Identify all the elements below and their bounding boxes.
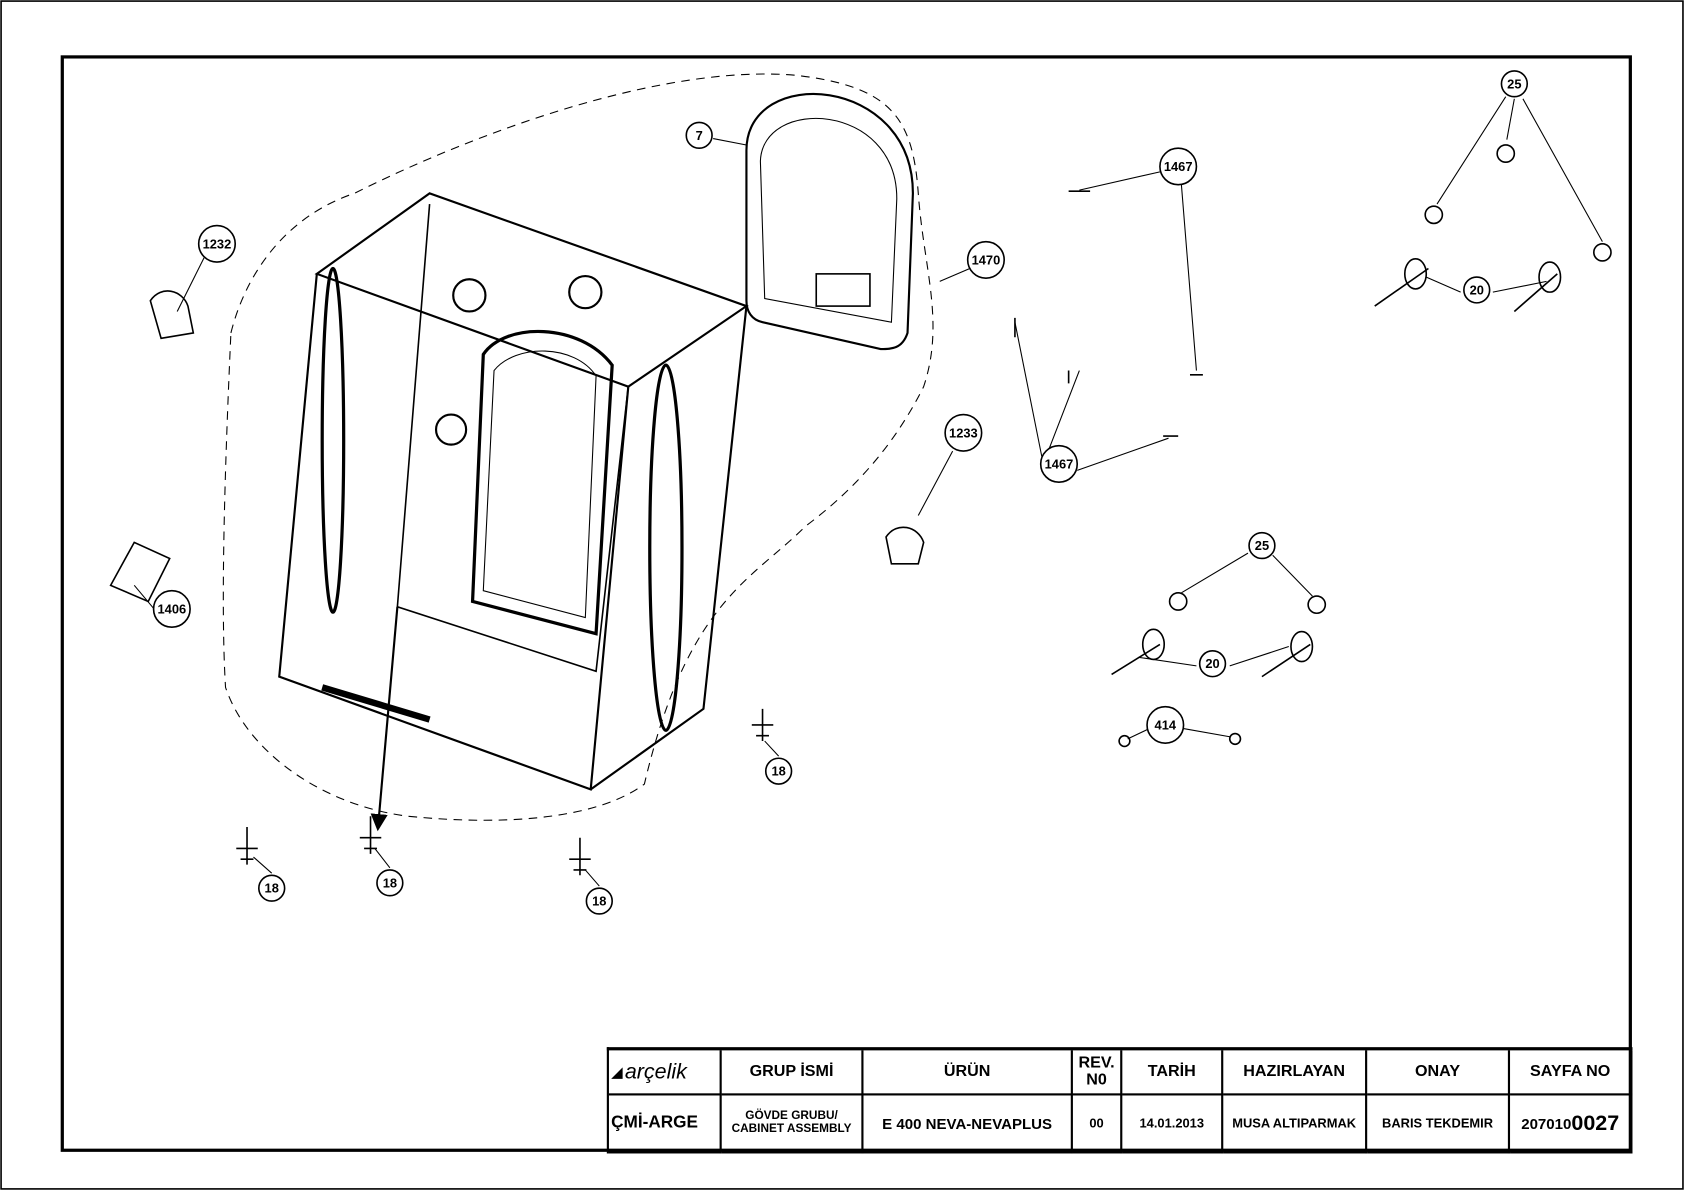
- rev: 00: [1072, 1095, 1123, 1154]
- department: ÇMİ-ARGE: [608, 1095, 722, 1154]
- cabinet: [278, 192, 749, 791]
- prepared-by: MUSA ALTIPARMAK: [1223, 1095, 1368, 1154]
- feet-and-parts: [109, 144, 1612, 876]
- title-block: ◢arçelik GRUP İSMİ ÜRÜN REV. N0 TARİH HA…: [606, 1047, 1633, 1154]
- logo-icon: ◢: [611, 1062, 623, 1081]
- balloon-label: 25: [1255, 538, 1269, 553]
- balloon-circle: [1463, 276, 1491, 304]
- balloon-circle: [1146, 705, 1185, 745]
- balloon-circle: [1500, 70, 1529, 98]
- balloon-label: 18: [592, 894, 606, 909]
- balloon-label: 20: [1470, 282, 1484, 297]
- balloon-circle: [966, 240, 1005, 279]
- balloon-circle: [944, 413, 983, 452]
- balloon-circle: [152, 589, 191, 629]
- balloon-label: 1233: [949, 425, 978, 440]
- leader-lines: [133, 96, 1603, 887]
- balloon-label: 1232: [203, 236, 232, 251]
- balloon-label: 1467: [1045, 456, 1074, 471]
- balloon-label: 1470: [972, 252, 1001, 267]
- balloon-label: 20: [1205, 656, 1219, 671]
- balloon-label: 18: [265, 881, 279, 896]
- balloon-label: 18: [771, 764, 785, 779]
- balloon-label: 1467: [1164, 159, 1193, 174]
- balloon-callouts: 7 1232 1470 1467 1467 1233 1406 25 20 25 20 414 18 18…: [152, 70, 1529, 915]
- header-date: TARİH: [1122, 1050, 1224, 1096]
- header-product: ÜRÜN: [863, 1050, 1073, 1096]
- balloon-circle: [1248, 531, 1276, 560]
- group-name: GÖVDE GRUBU/ CABINET ASSEMBLY: [721, 1095, 864, 1154]
- balloon-label: 7: [696, 128, 703, 143]
- page-no-suffix: 0027: [1571, 1111, 1620, 1135]
- balloon-label: 18: [383, 875, 397, 890]
- date: 14.01.2013: [1122, 1095, 1224, 1154]
- balloon-circle: [1039, 444, 1079, 484]
- balloon-circle: [1159, 147, 1198, 186]
- back-panel: [745, 92, 914, 351]
- balloon-circle: [685, 121, 713, 150]
- header-prepared: HAZIRLAYAN: [1223, 1050, 1368, 1096]
- balloon-circle: [197, 224, 237, 263]
- page-no-prefix: 207010: [1521, 1114, 1572, 1132]
- header-group-name: GRUP İSMİ: [721, 1050, 864, 1096]
- balloon-circle: [585, 887, 613, 915]
- logo-text: arçelik: [624, 1059, 687, 1084]
- header-page-no: SAYFA NO: [1510, 1050, 1633, 1096]
- balloon-label: 1406: [158, 601, 187, 616]
- balloon-circle: [376, 869, 404, 897]
- header-approved: ONAY: [1367, 1050, 1511, 1096]
- balloon-label: 25: [1507, 76, 1521, 91]
- arcelik-logo: ◢arçelik: [608, 1050, 722, 1096]
- balloon-circle: [1198, 650, 1227, 678]
- approved-by: BARIS TEKDEMIR: [1367, 1095, 1511, 1154]
- balloon-circle: [258, 874, 286, 902]
- product: E 400 NEVA-NEVAPLUS: [863, 1095, 1073, 1154]
- header-rev: REV. N0: [1072, 1050, 1123, 1096]
- balloon-label: 414: [1155, 717, 1177, 732]
- balloon-circle: [764, 757, 793, 785]
- assembly-outline: [222, 73, 934, 821]
- inner-frame: [60, 55, 1632, 1152]
